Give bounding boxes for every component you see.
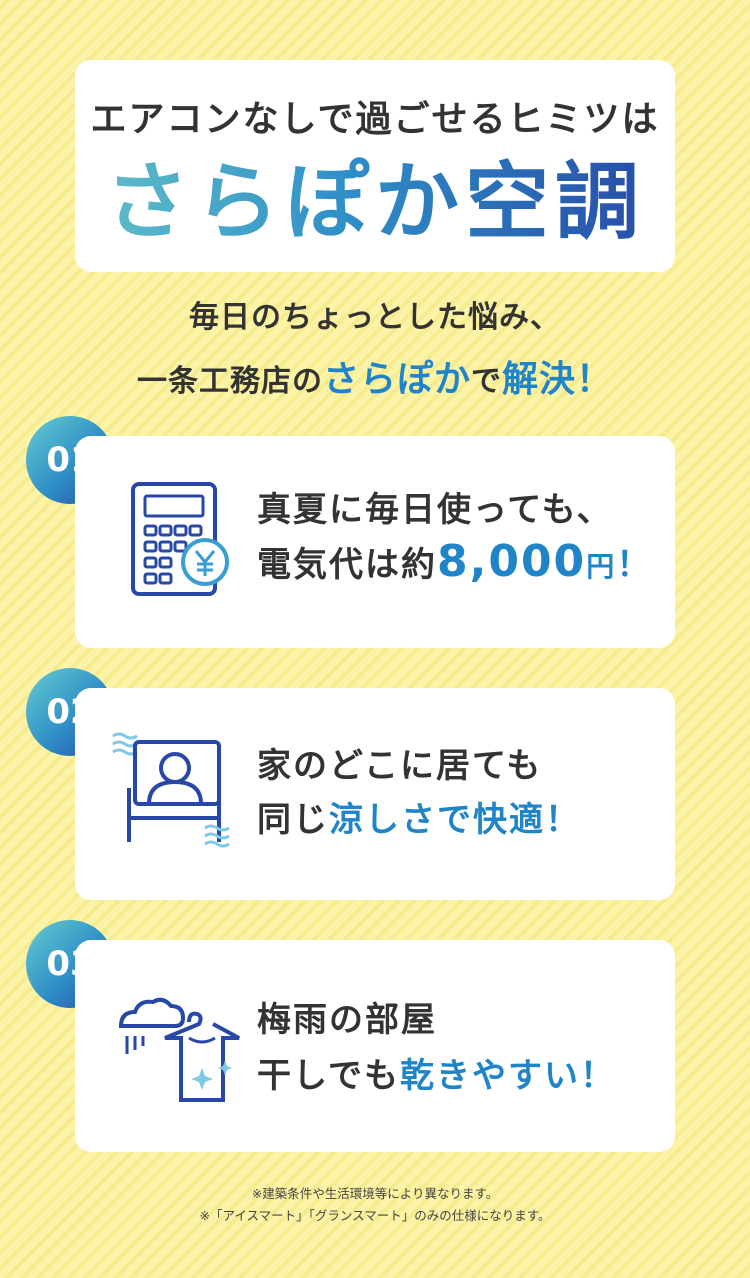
disclaimer-note-2: ※「アイスマート」「グランスマート」のみの仕様になります。 xyxy=(199,1208,551,1223)
person-in-bed-breeze-icon xyxy=(112,732,230,848)
intro-line-1: 毎日のちょっとした悩み、 xyxy=(189,300,561,335)
feature-line-2: 干しでも乾きやすい！ xyxy=(257,1048,616,1097)
feature-highlight-value: 8,000 xyxy=(437,536,587,587)
intro-highlight-2: 解決 xyxy=(501,359,576,400)
feature-exclamation: ！ xyxy=(545,800,581,840)
intro-exclamation: ！ xyxy=(576,359,614,400)
title-card: エアコンなしで過ごせるヒミツは さらぽか空調 xyxy=(75,60,675,272)
intro-text-mid: で xyxy=(470,364,502,399)
feature-highlight: 乾きやすい xyxy=(399,1056,580,1096)
feature-line-1: 家のどこに居ても xyxy=(257,746,543,786)
rain-laundry-shirt-icon xyxy=(118,997,240,1102)
feature-text: 電気代は約 xyxy=(257,545,437,585)
feature-line-1: 梅雨の部屋 xyxy=(257,1000,437,1040)
feature-line-2: 同じ涼しさで快適！ xyxy=(257,792,581,841)
intro-text: 一条工務店の xyxy=(136,364,323,399)
feature-card-01: 真夏に毎日使っても、 電気代は約8,000円！ xyxy=(75,436,675,648)
title-main: さらぽか空調 xyxy=(75,156,675,249)
feature-exclamation: ！ xyxy=(579,1056,616,1096)
calculator-yen-icon xyxy=(131,482,229,596)
feature-highlight: 涼しさで快適 xyxy=(329,800,545,840)
title-subtitle: エアコンなしで過ごせるヒミツは xyxy=(90,99,660,140)
disclaimer-note-1: ※建築条件や生活環境等により異なります。 xyxy=(251,1186,499,1201)
feature-text: 干しでも xyxy=(257,1056,400,1096)
feature-line-2: 電気代は約8,000円！ xyxy=(257,536,652,587)
feature-card-03: 梅雨の部屋 干しでも乾きやすい！ xyxy=(75,940,675,1152)
feature-text: 同じ xyxy=(257,800,329,840)
feature-card-02: 家のどこに居ても 同じ涼しさで快適！ xyxy=(75,688,675,900)
intro-line-2: 一条工務店のさらぽかで解決！ xyxy=(0,350,750,402)
feature-exclamation: ！ xyxy=(616,545,653,585)
intro-highlight: さらぽか xyxy=(322,359,471,400)
feature-line-1: 真夏に毎日使っても、 xyxy=(257,490,613,530)
feature-unit: 円 xyxy=(586,550,617,583)
